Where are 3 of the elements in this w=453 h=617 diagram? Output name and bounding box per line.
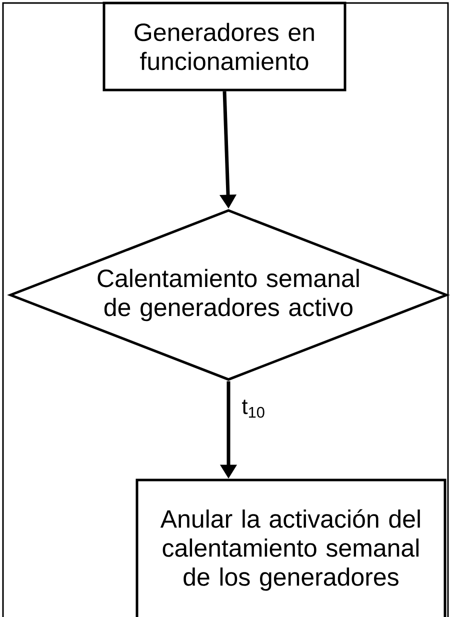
process-box: Generadores en funcionamiento <box>102 2 346 92</box>
edge-label: t$_{10}$ <box>242 400 264 418</box>
process-box: Anular la activación del calentamiento semanal de los generadores <box>136 478 446 617</box>
